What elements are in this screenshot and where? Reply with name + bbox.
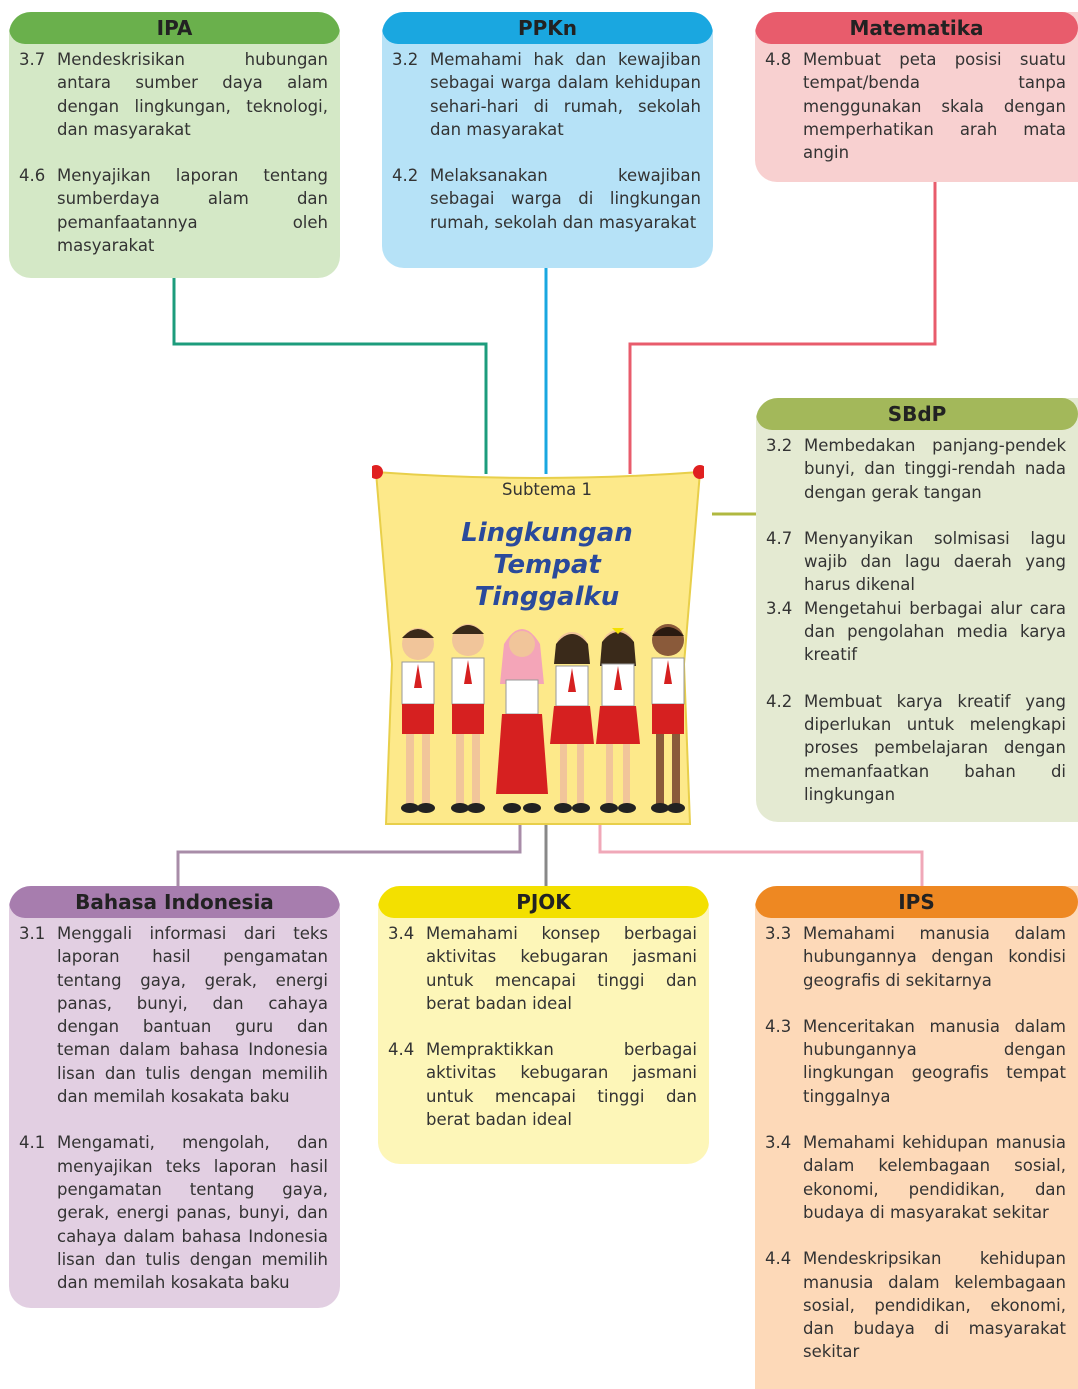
ppkn-box: PPKn 3.2 Memahami hak dan kewajiban sebag…: [382, 12, 713, 268]
item-text: Membuat karya kreatif yang diperlukan un…: [804, 691, 1066, 804]
matematika-item: 4.8 Membuat peta posisi suatu tempat/bend…: [765, 48, 1066, 164]
ppkn-item: 3.2 Memahami hak dan kewajiban sebagai wa…: [392, 48, 701, 141]
bahasa-box: Bahasa Indonesia 3.1 Menggali informasi d…: [9, 886, 340, 1308]
item-number: 3.4: [388, 924, 415, 943]
item-text: Mengamati, mengolah, dan menyajikan teks…: [57, 1133, 328, 1293]
bahasa-item: 4.1 Mengamati, mengolah, dan menyajikan t…: [19, 1131, 328, 1294]
item-text: Mendeskripsikan kehidupan manusia dalam …: [803, 1249, 1066, 1362]
sbdp-item: 4.7 Menyanyikan solmisasi lagu wajib dan …: [766, 527, 1066, 597]
item-text: Mempraktikkan berbagai aktivitas kebugar…: [426, 1040, 697, 1130]
pjok-item: 3.4 Memahami konsep berbagai aktivitas ke…: [388, 922, 697, 1015]
item-number: 4.2: [766, 691, 793, 711]
pin-left: [372, 465, 383, 479]
item-number: 4.6: [19, 166, 46, 186]
sbdp-item: 3.2 Membedakan panjang-pendek bunyi, dan …: [766, 434, 1066, 504]
item-number: 4.2: [392, 166, 419, 186]
bahasa-header: Bahasa Indonesia: [9, 886, 340, 918]
item-number: 3.4: [766, 598, 793, 618]
item-number: 3.7: [19, 50, 46, 69]
pjok-box: PJOK 3.4 Memahami konsep berbagai aktivit…: [378, 886, 709, 1164]
sbdp-item: 3.4 Mengetahui berbagai alur cara dan pen…: [766, 597, 1066, 667]
sbdp-box: SBdP 3.2 Membedakan panjang-pendek bunyi,…: [756, 398, 1078, 822]
ipa-box: IPA 3.7 Mendeskrisikan hubungan antara su…: [9, 12, 340, 278]
item-text: Mengetahui berbagai alur cara dan pengol…: [804, 598, 1066, 665]
item-text: Menggali informasi dari teks laporan has…: [57, 924, 328, 1107]
ips-header: IPS: [755, 886, 1078, 918]
item-number: 4.1: [19, 1133, 46, 1153]
ips-item: 3.3 Memahami manusia dalam hubungannya de…: [765, 922, 1066, 992]
item-number: 4.7: [766, 528, 793, 548]
item-text: Menyanyikan solmisasi lagu wajib dan lag…: [804, 528, 1066, 595]
ipa-item: 4.6 Menyajikan laporan tentang sumberdaya…: [19, 164, 328, 257]
item-text: Mendeskrisikan hubungan antara sumber da…: [57, 50, 328, 139]
connector-ipa: [172, 278, 488, 474]
item-text: Melaksanakan kewajiban sebagai warga di …: [430, 166, 701, 232]
ipa-item: 3.7 Mendeskrisikan hubungan antara sumber…: [19, 48, 328, 141]
item-text: Memahami kehidupan manusia dalam kelemba…: [803, 1133, 1066, 1222]
item-number: 3.1: [19, 924, 46, 943]
ipa-header: IPA: [9, 12, 340, 44]
connector-bahasa: [176, 822, 522, 886]
pjok-item: 4.4 Mempraktikkan berbagai aktivitas kebu…: [388, 1038, 697, 1131]
center-poster: [372, 465, 704, 825]
matematika-header: Matematika: [755, 12, 1078, 44]
ips-item: 3.4 Memahami kehidupan manusia dalam kele…: [765, 1131, 1066, 1224]
center-title: Lingkungan Tempat Tinggalku: [372, 517, 722, 613]
ips-item: 4.4 Mendeskripsikan kehidupan manusia dal…: [765, 1247, 1066, 1363]
ips-box: IPS 3.3 Memahami manusia dalam hubunganny…: [755, 886, 1078, 1389]
item-text: Memahami konsep berbagai aktivitas kebug…: [426, 924, 697, 1013]
item-number: 4.4: [388, 1040, 415, 1060]
item-number: 4.8: [765, 50, 792, 69]
pjok-header: PJOK: [378, 886, 709, 918]
item-text: Membuat peta posisi suatu tempat/benda t…: [803, 50, 1066, 163]
center-title-line-1: Lingkungan: [461, 518, 633, 548]
pin-right: [693, 465, 704, 479]
item-text: Menceritakan manusia dalam hubungannya d…: [803, 1016, 1066, 1106]
matematika-box: Matematika 4.8 Membuat peta posisi suatu …: [755, 12, 1078, 182]
connector-ips: [598, 808, 924, 886]
sbdp-header: SBdP: [756, 398, 1078, 430]
ppkn-header: PPKn: [382, 12, 713, 44]
item-text: Membedakan panjang-pendek bunyi, dan tin…: [804, 436, 1066, 502]
item-number: 4.3: [765, 1016, 792, 1036]
connector-matematika: [628, 182, 937, 474]
ips-item: 4.3 Menceritakan manusia dalam hubunganny…: [765, 1015, 1066, 1108]
item-number: 4.4: [765, 1249, 792, 1269]
item-number: 3.4: [765, 1133, 792, 1153]
center-title-line-3: Tinggalku: [474, 582, 620, 612]
center-title-line-2: Tempat: [493, 550, 601, 580]
students-illustration: [401, 624, 685, 813]
ppkn-item: 4.2 Melaksanakan kewajiban sebagai warga …: [392, 164, 701, 234]
bahasa-item: 3.1 Menggali informasi dari teks laporan …: [19, 922, 328, 1108]
item-number: 3.2: [766, 436, 793, 455]
item-text: Menyajikan laporan tentang sumberdaya al…: [57, 166, 328, 256]
item-text: Memahami hak dan kewajiban sebagai warga…: [430, 50, 701, 139]
center-subtitle: Subtema 1: [502, 480, 592, 499]
item-number: 3.3: [765, 924, 792, 943]
item-text: Memahami manusia dalam hubungannya denga…: [803, 924, 1066, 990]
sbdp-item: 4.2 Membuat karya kreatif yang diperlukan…: [766, 690, 1066, 806]
item-number: 3.2: [392, 50, 419, 69]
